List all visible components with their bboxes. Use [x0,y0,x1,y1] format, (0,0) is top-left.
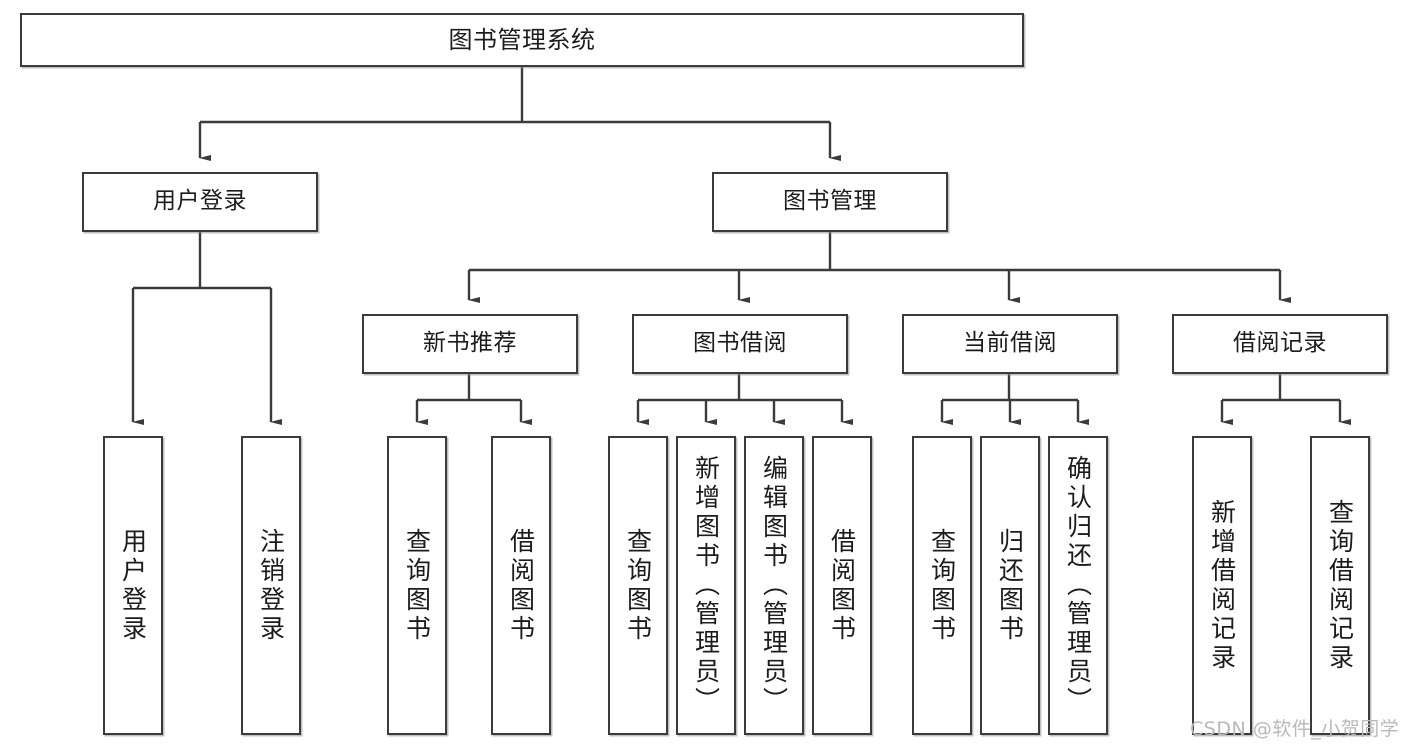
node-borrow-record[interactable]: 借阅记录 [1172,314,1388,374]
node-label: 归还图书 [995,527,1025,644]
node-label: 查询图书 [623,527,653,644]
node-leaf-confirm-return-admin[interactable]: 确认归还（管理员） [1048,436,1108,735]
node-label: 查询借阅记录 [1325,498,1355,673]
node-label: 新增图书（管理员） [691,455,721,716]
node-label: 新增借阅记录 [1207,498,1237,673]
node-leaf-query-book[interactable]: 查询图书 [608,436,668,735]
node-label: 注销登录 [256,527,286,644]
node-label: 新书推荐 [423,330,517,357]
node-leaf-query-book-current[interactable]: 查询图书 [912,436,972,735]
node-book-management[interactable]: 图书管理 [712,172,948,232]
node-leaf-logout[interactable]: 注销登录 [241,436,301,735]
node-current-borrow[interactable]: 当前借阅 [902,314,1118,374]
node-label: 编辑图书（管理员） [759,455,789,716]
node-label: 确认归还（管理员） [1063,455,1093,716]
node-book-borrow[interactable]: 图书借阅 [632,314,848,374]
node-new-book-recommend[interactable]: 新书推荐 [362,314,578,374]
node-leaf-edit-book-admin[interactable]: 编辑图书（管理员） [744,436,804,735]
watermark-text: CSDN @软件_小贺同学 [1190,718,1400,740]
node-leaf-borrow-book-new[interactable]: 借阅图书 [491,436,551,735]
node-label: 查询图书 [402,527,432,644]
node-label: 图书管理系统 [448,25,596,54]
node-leaf-add-borrow-record[interactable]: 新增借阅记录 [1192,436,1252,735]
node-leaf-return-book[interactable]: 归还图书 [980,436,1040,735]
node-leaf-user-login[interactable]: 用户登录 [103,436,163,735]
node-label: 查询图书 [927,527,957,644]
node-user-login[interactable]: 用户登录 [82,172,318,232]
node-label: 借阅记录 [1233,330,1327,357]
node-label: 图书管理 [783,188,877,215]
node-label: 借阅图书 [506,527,536,644]
node-label: 用户登录 [153,188,247,215]
node-leaf-borrow-book[interactable]: 借阅图书 [812,436,872,735]
node-root-book-management-system[interactable]: 图书管理系统 [20,13,1024,67]
node-leaf-query-book-new[interactable]: 查询图书 [387,436,447,735]
node-label: 借阅图书 [827,527,857,644]
node-leaf-query-borrow-record[interactable]: 查询借阅记录 [1310,436,1370,735]
node-label: 图书借阅 [693,330,787,357]
node-leaf-add-book-admin[interactable]: 新增图书（管理员） [676,436,736,735]
node-label: 当前借阅 [963,330,1057,357]
node-label: 用户登录 [118,527,148,644]
